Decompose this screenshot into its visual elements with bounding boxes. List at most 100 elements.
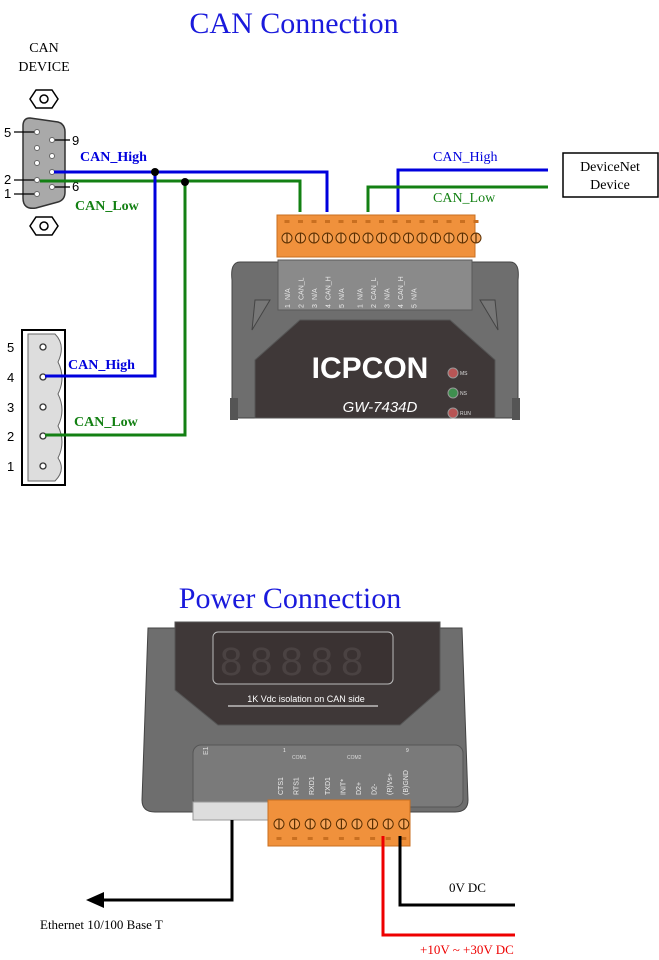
can-wires [40, 168, 548, 437]
terminal-label: CAN_H [398, 276, 405, 300]
terminal-pin-label: 5 [7, 340, 14, 355]
status-led [447, 407, 459, 419]
ground-label: 0V DC [449, 880, 486, 895]
terminal-pin-label: 1 [7, 459, 14, 474]
can-low-branch-wire [45, 182, 187, 437]
pin-label: TXD1 [325, 777, 332, 795]
terminal-label: CAN_H [326, 276, 333, 300]
db9-pin-label: 2 [4, 172, 11, 187]
terminal-pin-label: 2 [7, 429, 14, 444]
terminal-slot [392, 220, 398, 223]
terminal-label: N/A [358, 288, 365, 300]
devicenet-label-2: Device [590, 178, 630, 193]
terminal-label: N/A [339, 288, 346, 300]
terminal-number: 3 [385, 304, 392, 308]
com1-label: COM1 [292, 755, 307, 761]
terminal-slot [419, 220, 425, 223]
pin-label: (R)Vs+ [387, 773, 394, 795]
can-high-wire [54, 170, 329, 212]
can-low-wire [40, 179, 302, 212]
terminal-slot [325, 220, 330, 223]
isolation-note: 1K Vdc isolation on CAN side [247, 694, 365, 704]
terminal-number: 4 [398, 304, 405, 308]
devicenet-can-high-wire [396, 168, 548, 212]
terminal-label: N/A [312, 288, 319, 300]
terminal-slot [298, 220, 303, 223]
devicenet-can-high-label: CAN_High [433, 150, 498, 165]
pin-label: D2+ [356, 782, 363, 795]
terminal-slot [385, 837, 391, 840]
terminal-slot [292, 837, 298, 840]
power-positive-wire [381, 836, 515, 937]
status-led [447, 387, 459, 399]
terminal-slot [307, 837, 313, 840]
terminal-number: 5 [412, 304, 419, 308]
can-high-label: CAN_High [80, 150, 147, 165]
svg-text:88888: 88888 [220, 640, 371, 684]
terminal-slot [323, 837, 329, 840]
terminal-number: 1 [358, 304, 365, 308]
pin-label: (B)GND [403, 770, 410, 795]
arrow-left-icon [86, 892, 104, 908]
terminal-slot [460, 220, 465, 223]
db9-pin-label: 9 [72, 133, 79, 148]
terminal-pin-label: 4 [7, 370, 14, 385]
devicenet-can-low-wire [366, 185, 548, 212]
terminal-slot [433, 220, 438, 223]
terminal-slot [352, 220, 357, 223]
terminal-label: N/A [385, 288, 392, 300]
ethernet-label: Ethernet 10/100 Base T [40, 917, 163, 932]
devicenet-device-box: DeviceNet Device [562, 152, 659, 198]
db9-pin-label: 5 [4, 125, 11, 140]
pin-label: INIT* [340, 779, 347, 795]
pin-label: D2- [372, 783, 379, 795]
terminal-block-5pin: 5 4 3 2 1 [7, 329, 66, 486]
icpcon-logo: ICPCON [312, 352, 429, 385]
terminal-number: 2 [299, 304, 306, 308]
terminal-slot [338, 837, 344, 840]
can-low-label: CAN_Low [74, 415, 139, 430]
terminal-slot [354, 837, 360, 840]
power-title: Power Connection [179, 582, 401, 615]
led-label: RUN [460, 411, 471, 417]
terminal-slot [365, 220, 371, 223]
can-high-branch-wire [45, 172, 157, 378]
junction-dot [181, 178, 189, 186]
terminal-label: N/A [285, 288, 292, 300]
pin-label: CTS1 [278, 777, 285, 795]
terminal-slot [446, 220, 452, 223]
supply-label: +10V ~ +30V DC [420, 942, 514, 957]
model-label: GW-7434D [343, 399, 418, 416]
terminal-label: CAN_L [371, 277, 378, 300]
can-title: CAN Connection [189, 7, 398, 40]
terminal-label: N/A [412, 288, 419, 300]
pin-first: 1 [283, 748, 286, 754]
ground-wire [398, 836, 515, 907]
terminal-slot [276, 837, 282, 840]
pin-last: 9 [406, 748, 409, 754]
db9-pin-label: 6 [72, 179, 79, 194]
led-label: NS [460, 391, 468, 397]
terminal-slot [338, 220, 344, 223]
terminal-label: CAN_L [299, 277, 306, 300]
terminal-slot [401, 837, 407, 840]
db9-pin-label: 1 [4, 186, 11, 201]
can-device-label: CAN [29, 41, 59, 56]
devicenet-can-low-label: CAN_Low [433, 191, 496, 206]
db9-connector: 5 9 2 6 1 [4, 89, 79, 236]
terminal-number: 1 [285, 304, 292, 308]
terminal-slot [379, 220, 384, 223]
terminal-number: 3 [312, 304, 319, 308]
can-high-label: CAN_High [68, 358, 135, 373]
pin-label: RXD1 [309, 776, 316, 795]
terminal-slot [473, 220, 479, 223]
terminal-slot [311, 220, 317, 223]
terminal-slot [370, 837, 376, 840]
junction-dot [151, 168, 159, 176]
led-label: MS [460, 371, 468, 377]
com2-label: COM2 [347, 755, 362, 761]
devicenet-label: DeviceNet [580, 160, 640, 175]
terminal-slot [406, 220, 411, 223]
